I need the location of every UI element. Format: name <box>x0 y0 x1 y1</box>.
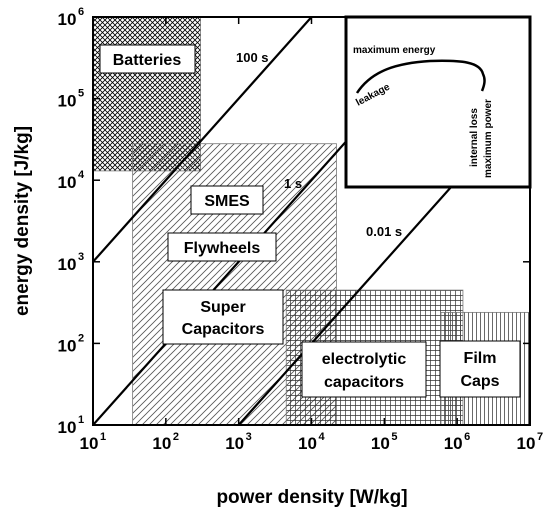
x-tick-exp-6: 7 <box>537 431 543 443</box>
x-tick-exp-1: 2 <box>173 431 179 443</box>
x-axis-label: power density [W/kg] <box>216 487 407 508</box>
x-tick-label-3: 10 <box>298 434 317 453</box>
y-tick-label-3: 10 <box>58 173 77 192</box>
time-line-0 <box>93 17 313 263</box>
y-tick-label-2: 10 <box>58 255 77 274</box>
x-tick-label-0: 10 <box>80 434 99 453</box>
y-tick-label-1: 10 <box>58 336 77 355</box>
y-tick-label-4: 10 <box>58 92 77 111</box>
region-label-smes: SMES <box>204 193 250 210</box>
region-label-flywheels: Flywheels <box>184 240 261 257</box>
region-label-super: Super <box>200 299 245 316</box>
label-supercaps: Super Capacitors <box>162 289 284 345</box>
x-tick-exp-0: 1 <box>100 431 106 443</box>
x-tick-label-5: 10 <box>444 434 463 453</box>
region-label-capacitors: Capacitors <box>182 321 265 338</box>
x-tick-exp-5: 6 <box>464 431 470 443</box>
inset-label-max-energy: maximum energy <box>353 45 436 56</box>
x-tick-exp-3: 4 <box>319 431 326 443</box>
inset-diagram: maximum energy leakage internal loss max… <box>344 15 532 189</box>
label-batteries: Batteries <box>99 44 196 74</box>
label-smes: SMES <box>190 185 264 215</box>
label-film-caps: Film Caps <box>439 340 521 398</box>
region-label-capacitors-2: capacitors <box>324 374 404 391</box>
x-tick-exp-4: 5 <box>391 431 397 443</box>
label-flywheels: Flywheels <box>167 232 277 262</box>
inset-label-internal-loss: internal loss <box>469 108 480 167</box>
y-tick-exp-3: 4 <box>78 169 85 181</box>
inset-label-max-power: maximum power <box>483 99 494 178</box>
region-label-film: Film <box>464 350 497 367</box>
label-electrolytic: electrolytic capacitors <box>301 341 427 398</box>
y-tick-exp-4: 5 <box>78 88 84 100</box>
y-tick-exp-5: 6 <box>78 6 84 18</box>
y-tick-label-0: 10 <box>58 418 77 437</box>
y-tick-exp-1: 2 <box>78 332 84 344</box>
y-tick-exp-2: 3 <box>78 251 84 263</box>
y-axis-label: energy density [J/kg] <box>12 126 33 316</box>
inset-frame <box>344 15 532 189</box>
region-label-electrolytic: electrolytic <box>322 351 407 368</box>
region-label-batteries: Batteries <box>113 52 182 69</box>
x-tick-label-4: 10 <box>371 434 390 453</box>
x-tick-label-1: 10 <box>152 434 171 453</box>
region-label-caps: Caps <box>460 373 499 390</box>
x-tick-exp-2: 3 <box>246 431 252 443</box>
x-tick-label-2: 10 <box>225 434 244 453</box>
x-tick-label-6: 10 <box>517 434 536 453</box>
time-label-1s: 1 s <box>284 176 302 191</box>
y-tick-exp-0: 1 <box>78 414 84 426</box>
time-line-2 <box>237 96 530 425</box>
y-tick-label-5: 10 <box>58 10 77 29</box>
inset-curve <box>355 59 486 94</box>
time-label-0.01s: 0.01 s <box>366 224 402 239</box>
time-label-100s: 100 s <box>236 50 269 65</box>
